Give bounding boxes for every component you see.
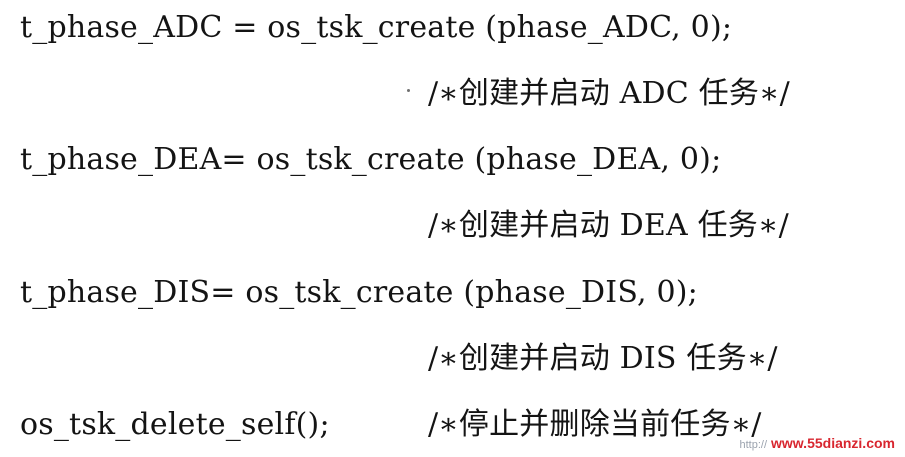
code-line-create-adc: t_phase_ADC = os_tsk_create (phase_ADC, … — [20, 10, 733, 45]
comment-create-dis: /∗创建并启动 DIS 任务∗/ — [428, 341, 778, 376]
site-watermark: http://www.55dianzi.com — [740, 435, 896, 453]
comment-delete-self: /∗停止并删除当前任务∗/ — [428, 407, 762, 442]
scan-speck — [407, 89, 410, 92]
watermark-prefix: http:// — [739, 439, 768, 451]
code-line-create-dea: t_phase_DEA= os_tsk_create (phase_DEA, 0… — [20, 142, 722, 177]
comment-create-adc: /∗创建并启动 ADC 任务∗/ — [428, 76, 790, 111]
comment-create-dea: /∗创建并启动 DEA 任务∗/ — [428, 208, 789, 243]
code-line-create-dis: t_phase_DIS= os_tsk_create (phase_DIS, 0… — [20, 275, 698, 310]
watermark-url: www.55dianzi.com — [771, 435, 895, 451]
code-line-delete-self: os_tsk_delete_self(); — [20, 407, 330, 442]
